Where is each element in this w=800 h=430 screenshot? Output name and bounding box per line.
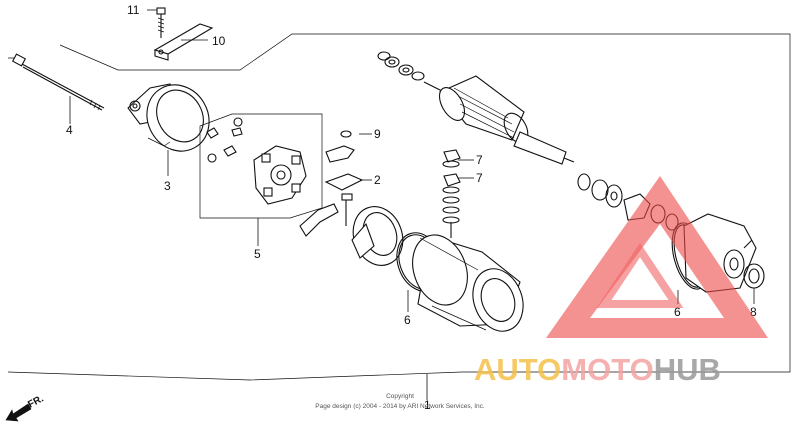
callout-labels: 11 10 4 3 5 9 2 7 7 6 6 8 1 (66, 3, 757, 412)
part-2-brush-terminals (299, 173, 364, 237)
watermark-hub: HUB (654, 352, 721, 387)
watermark-auto: AUTO (474, 352, 561, 387)
part-3-front-housing (127, 83, 210, 152)
copyright-line-1: Copyright (386, 393, 414, 400)
callout-9: 9 (374, 127, 381, 141)
callout-3: 3 (164, 179, 171, 193)
callout-7-lower: 7 (476, 171, 483, 185)
callout-7-upper: 7 (476, 153, 483, 167)
part-10-bracket (153, 23, 214, 61)
armature (423, 75, 575, 165)
watermark-moto: MOTO (561, 352, 653, 387)
yoke-motor-housing (412, 234, 524, 332)
callout-10: 10 (212, 34, 226, 48)
copyright-line-2: Page design (c) 2004 - 2014 by ARI Netwo… (315, 403, 485, 410)
direction-label: FR. (26, 393, 46, 410)
watermark-inner-triangle (596, 242, 684, 308)
callout-8: 8 (750, 305, 757, 319)
callout-6-right: 6 (674, 305, 681, 319)
part-8-washer (743, 263, 765, 289)
callout-11: 11 (127, 3, 140, 17)
front-direction-indicator: FR. (5, 393, 46, 422)
part-9-terminal-clip (325, 130, 355, 163)
armature-washers (377, 51, 425, 81)
callout-4: 4 (66, 123, 73, 137)
automotohub-watermark: AUTOMOTOHUB (474, 176, 768, 387)
end-cover (351, 206, 404, 266)
part-4-through-bolt (11, 53, 105, 111)
part-7-nut-washer-stack (442, 149, 461, 238)
arrow-icon (5, 403, 32, 422)
callout-5: 5 (254, 247, 261, 261)
part-11-bolt (156, 7, 166, 38)
callout-6-left: 6 (404, 313, 411, 327)
watermark-text: AUTOMOTOHUB (474, 352, 721, 387)
copyright-block: Copyright Page design (c) 2004 - 2014 by… (315, 393, 485, 410)
callout-1: 1 (424, 398, 431, 412)
watermark-triangle-logo (546, 176, 768, 338)
leader-lines (69, 9, 755, 400)
callout-2: 2 (374, 173, 381, 187)
part-5-brush-holder-assembly (199, 113, 323, 219)
